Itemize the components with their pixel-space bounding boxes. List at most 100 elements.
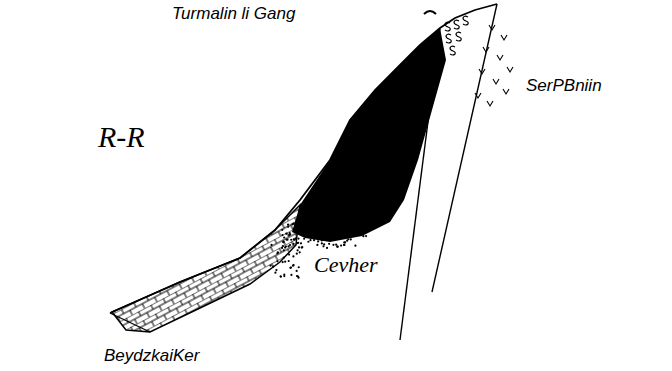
stipple-dot xyxy=(299,251,301,253)
stipple-dot xyxy=(313,239,315,241)
serpentine-symbol xyxy=(507,67,513,72)
stipple-dot xyxy=(292,228,294,230)
serpentine-symbol xyxy=(493,79,499,84)
stipple-dot xyxy=(319,233,321,235)
stipple-dot xyxy=(352,221,354,223)
stipple-dot xyxy=(309,239,311,241)
stipple-dot xyxy=(323,226,325,228)
stipple-dot xyxy=(298,266,300,268)
stipple-dot xyxy=(281,234,283,236)
serpentine-symbol xyxy=(501,35,507,40)
stipple-dot xyxy=(353,227,355,229)
stipple-dot xyxy=(344,241,346,243)
stipple-dot xyxy=(313,223,315,225)
stipple-dot xyxy=(309,226,311,228)
stipple-dot xyxy=(362,235,364,237)
stipple-dot xyxy=(282,241,284,243)
ore-body xyxy=(292,28,446,242)
stipple-dot xyxy=(319,230,321,232)
limestone-body xyxy=(112,205,300,332)
stipple-dot xyxy=(292,265,294,267)
stipple-dot xyxy=(299,229,301,231)
stipple-dot xyxy=(289,232,291,234)
stipple-dot xyxy=(336,246,338,248)
stipple-dot xyxy=(332,226,334,228)
stipple-dot xyxy=(288,260,290,262)
contact-line xyxy=(400,28,440,340)
stipple-dot xyxy=(350,224,352,226)
stipple-dot xyxy=(306,226,308,228)
stipple-dot xyxy=(287,223,289,225)
stipple-dot xyxy=(350,238,352,240)
stipple-dot xyxy=(283,275,285,277)
stipple-dot xyxy=(286,239,288,241)
rock-label: BeydzkaiKer xyxy=(104,346,199,366)
stipple-dot xyxy=(340,234,342,236)
stipple-dot xyxy=(328,243,330,245)
stipple-dot xyxy=(287,226,289,228)
stipple-dot xyxy=(357,231,359,233)
stipple-dot xyxy=(359,228,361,230)
rock-label: Turmalin li Gang xyxy=(172,4,295,24)
tourmaline-symbol xyxy=(446,34,451,43)
stipple-dot xyxy=(339,229,341,231)
stipple-dot xyxy=(276,252,278,254)
stipple-dot xyxy=(321,222,323,224)
stipple-dot xyxy=(319,230,321,232)
stipple-dot xyxy=(316,234,318,236)
stipple-dot xyxy=(296,249,298,251)
stipple-dot xyxy=(340,244,342,246)
stipple-dot xyxy=(289,267,291,269)
stipple-dot xyxy=(298,246,300,248)
stipple-dot xyxy=(332,244,334,246)
stipple-dot xyxy=(354,245,356,247)
stipple-dot xyxy=(290,266,292,268)
summit-mark xyxy=(424,11,436,14)
stipple-dot xyxy=(338,224,340,226)
tourmaline-symbol xyxy=(454,20,459,29)
stipple-dot xyxy=(365,227,367,229)
stipple-dot xyxy=(297,222,299,224)
serpentine-symbol xyxy=(483,47,489,52)
stipple-dot xyxy=(349,228,351,230)
stipple-dot xyxy=(276,260,278,262)
stipple-dot xyxy=(283,249,285,251)
stipple-dot xyxy=(270,244,272,246)
stipple-dot xyxy=(283,236,285,238)
stipple-dot xyxy=(360,232,362,234)
stipple-dot xyxy=(305,236,307,238)
stipple-dot xyxy=(283,257,285,259)
stipple-dot xyxy=(297,242,299,244)
tourmaline-symbol xyxy=(445,22,450,31)
stipple-dot xyxy=(368,228,370,230)
stipple-dot xyxy=(296,242,298,244)
stipple-dot xyxy=(312,230,314,232)
stipple-dot xyxy=(339,224,341,226)
stipple-dot xyxy=(319,229,321,231)
stipple-dot xyxy=(269,264,271,266)
stipple-dot xyxy=(316,244,318,246)
rock-label: SerPBniin xyxy=(526,76,602,96)
stipple-dot xyxy=(361,222,363,224)
stipple-dot xyxy=(282,261,284,263)
stipple-dot xyxy=(296,275,298,277)
stipple-dot xyxy=(335,244,337,246)
stipple-dot xyxy=(284,261,286,263)
stipple-dot xyxy=(321,239,323,241)
serpentine-symbol xyxy=(475,93,481,98)
stipple-dot xyxy=(291,223,293,225)
stipple-dot xyxy=(317,229,319,231)
stipple-dot xyxy=(301,246,303,248)
stipple-dot xyxy=(272,265,274,267)
stipple-dot xyxy=(343,244,345,246)
stipple-dot xyxy=(352,233,354,235)
stipple-dot xyxy=(319,223,321,225)
stipple-dot xyxy=(290,274,292,276)
stipple-dot xyxy=(298,226,300,228)
stipple-dot xyxy=(323,243,325,245)
stipple-dot xyxy=(329,238,331,240)
stipple-dot xyxy=(295,224,297,226)
stipple-dot xyxy=(282,245,284,247)
stipple-dot xyxy=(321,226,323,228)
